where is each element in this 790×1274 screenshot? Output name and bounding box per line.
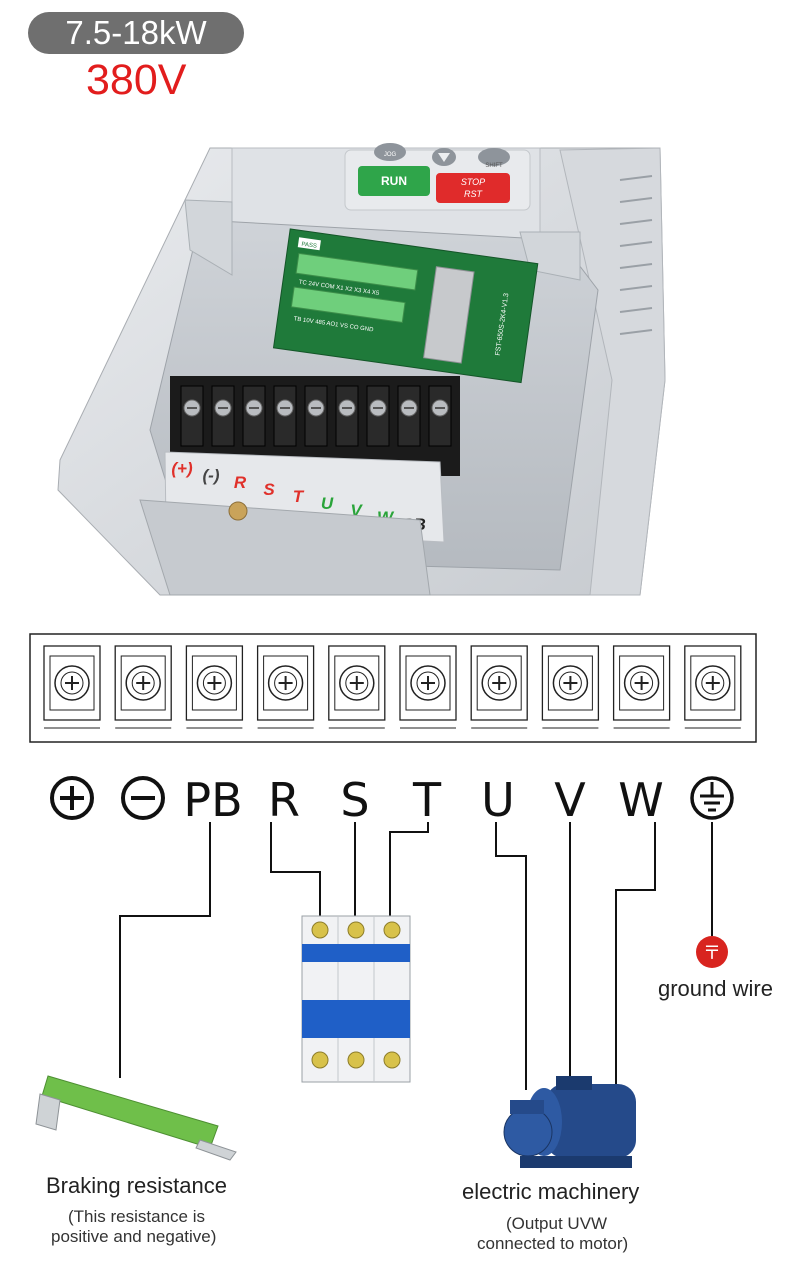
- v-terminal-label: V: [554, 773, 586, 827]
- terminal-screw: [397, 385, 421, 447]
- t-wire: [389, 822, 429, 916]
- minus-terminal-icon: [121, 776, 165, 820]
- terminal-bar-cells: [43, 645, 742, 729]
- r-terminal-label: R: [268, 773, 300, 827]
- circuit-breaker: [301, 915, 411, 1083]
- photo-terminal-label: (+): [171, 459, 193, 478]
- wiring-diagram: PB R S T U V W: [29, 633, 757, 1168]
- terminal-bar-cell: [328, 645, 386, 729]
- terminal-screw: [242, 385, 266, 447]
- photo-terminal-label: (-): [203, 466, 220, 485]
- photo-terminal-label: S: [263, 480, 275, 499]
- braking-note-line1: (This resistance is: [68, 1207, 205, 1226]
- ground-screw: [228, 501, 248, 521]
- breaker-switch: [302, 1000, 410, 1038]
- terminal-bar-cell: [43, 645, 101, 729]
- ground-icon-glyph: 〒: [703, 943, 721, 964]
- r-wire: [270, 822, 321, 916]
- photo-terminal-label: T: [293, 487, 305, 506]
- electric-motor: [503, 1076, 636, 1168]
- braking-resistor: [35, 1075, 237, 1161]
- ground-terminal-icon: [690, 776, 734, 820]
- down-arrow-icon: [438, 153, 450, 162]
- plus-terminal-icon: [50, 776, 94, 820]
- terminal-bar-cell: [684, 645, 742, 729]
- control-board: PASS TC 24V COM X1 X2 X3 X4 X5 TB 10V 48…: [272, 228, 539, 384]
- pb-wire: [119, 822, 211, 1078]
- terminal-screws: [180, 385, 452, 447]
- electric-machinery-label: electric machinery: [462, 1179, 640, 1204]
- shift-button: [478, 148, 510, 166]
- terminal-bar-cell: [114, 645, 172, 729]
- terminal-screw: [335, 385, 359, 447]
- terminal-bar-cell: [256, 645, 315, 729]
- rst-label: RST: [464, 189, 484, 199]
- terminal-bar-cell: [399, 645, 457, 729]
- jog-label: JOG: [384, 152, 397, 158]
- run-label: RUN: [381, 174, 407, 188]
- terminal-screw: [366, 385, 390, 447]
- photo-terminal-label: U: [321, 494, 334, 513]
- terminal-bar-cell: [612, 645, 671, 729]
- w-wire: [615, 822, 656, 1090]
- machine-note-line2: connected to motor): [477, 1234, 629, 1253]
- power-range-badge: 7.5-18kW: [28, 12, 244, 54]
- u-wire: [495, 822, 527, 1090]
- stop-rst-button: [436, 173, 510, 203]
- terminal-screw: [211, 385, 235, 447]
- board-pass-label: PASS: [301, 242, 317, 250]
- wires: [119, 822, 713, 1090]
- stop-label: STOP: [461, 177, 485, 187]
- pb-terminal-label: PB: [183, 773, 242, 827]
- photo-terminal-label: R: [234, 473, 247, 492]
- terminal-symbols: PB R S T U V W: [50, 773, 734, 827]
- terminal-screw: [273, 385, 297, 447]
- braking-note-line2: positive and negative): [51, 1227, 217, 1246]
- shift-label: SHIFT: [485, 163, 503, 169]
- t-terminal-label: T: [412, 773, 442, 827]
- ground-wire-icon: 〒: [696, 936, 728, 968]
- u-terminal-label: U: [481, 773, 515, 827]
- braking-resistance-label: Braking resistance: [46, 1173, 227, 1198]
- machine-note-line1: (Output UVW: [506, 1214, 608, 1233]
- terminal-screw: [180, 385, 204, 447]
- terminal-strip-bottom: [290, 286, 406, 324]
- terminal-bar-cell: [470, 645, 528, 729]
- ribbon-cable: [423, 266, 475, 364]
- terminal-strip-top: [295, 252, 419, 291]
- jog-button: [374, 143, 406, 161]
- run-button: [358, 166, 430, 196]
- w-terminal-label: W: [618, 773, 663, 827]
- inverter-photo: JOG SHIFT RUN STOP RST PASS TC 24V COM X…: [57, 143, 666, 596]
- s-terminal-label: S: [340, 773, 369, 827]
- voltage-label: 380V: [86, 56, 187, 104]
- terminal-screw: [304, 385, 328, 447]
- terminal-bar-cell: [185, 645, 244, 729]
- ground-wire-label: ground wire: [658, 976, 773, 1001]
- terminal-bar-cell: [541, 645, 600, 729]
- terminal-screw: [428, 385, 452, 447]
